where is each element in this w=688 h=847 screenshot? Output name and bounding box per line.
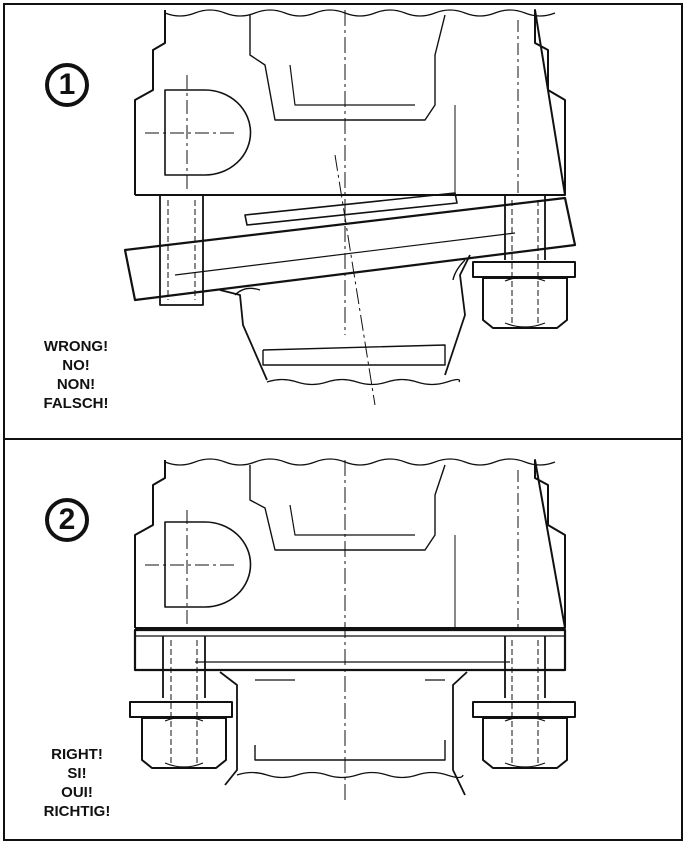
flange-inner-line: [174, 232, 516, 276]
step-2-badge: 2: [45, 498, 89, 542]
panel-wrong-installation: 1 WRONG! NO! NON! FALSCH!: [5, 5, 681, 438]
wrong-caption: WRONG! NO! NON! FALSCH!: [31, 337, 121, 413]
right-caption: RIGHT! SI! OUI! RICHTIG!: [27, 745, 127, 821]
tilted-flange: [123, 196, 577, 302]
block-wavy-top: [164, 9, 556, 17]
port-opening: [164, 89, 252, 176]
right-stud: [504, 195, 546, 260]
caption-wrong-fr: NON!: [56, 376, 96, 393]
lower-casting-edge: [234, 259, 466, 296]
block-inner-cavity-2: [289, 504, 415, 536]
flange-gasket: [244, 192, 458, 226]
caption-right-de: RICHTIG!: [43, 803, 111, 820]
right-installation-drawing: [129, 458, 576, 800]
panel-divider: [3, 438, 683, 440]
lower-wavy: [266, 378, 461, 386]
block-housing: [134, 459, 566, 629]
right-stud: [504, 636, 546, 698]
lower-casting: [219, 254, 471, 381]
left-nut: [141, 717, 227, 769]
left-stud: [162, 636, 206, 698]
caption-wrong-it: NO!: [62, 357, 90, 374]
block-inner-cavity: [249, 14, 446, 121]
step-1-badge: 1: [45, 63, 89, 107]
caption-wrong-en: WRONG!: [43, 338, 109, 355]
lower-casting: [219, 671, 468, 796]
wrong-installation-drawing: [123, 9, 577, 406]
diagram-frame: [3, 3, 683, 841]
block-wavy-top: [164, 458, 556, 466]
lower-cavity: [254, 740, 446, 761]
left-washer: [129, 701, 233, 718]
right-nut: [482, 277, 568, 329]
port-opening: [164, 521, 252, 608]
left-stud: [159, 195, 204, 306]
block-inner-cavity: [249, 464, 446, 551]
caption-right-it: SI!: [67, 765, 87, 782]
caption-wrong-de: FALSCH!: [43, 395, 109, 412]
block-inner-cavity-2: [289, 64, 415, 106]
right-nut: [482, 717, 568, 769]
lower-cavity: [262, 344, 446, 366]
caption-right-fr: OUI!: [61, 784, 93, 801]
panel-right-installation: 2 RIGHT! SI! OUI! RICHTIG!: [5, 440, 681, 840]
right-washer: [472, 701, 576, 718]
right-washer: [472, 261, 576, 278]
lower-wavy: [236, 771, 464, 779]
level-flange: [133, 628, 567, 672]
block-housing: [134, 9, 566, 196]
caption-right-en: RIGHT!: [51, 746, 103, 763]
